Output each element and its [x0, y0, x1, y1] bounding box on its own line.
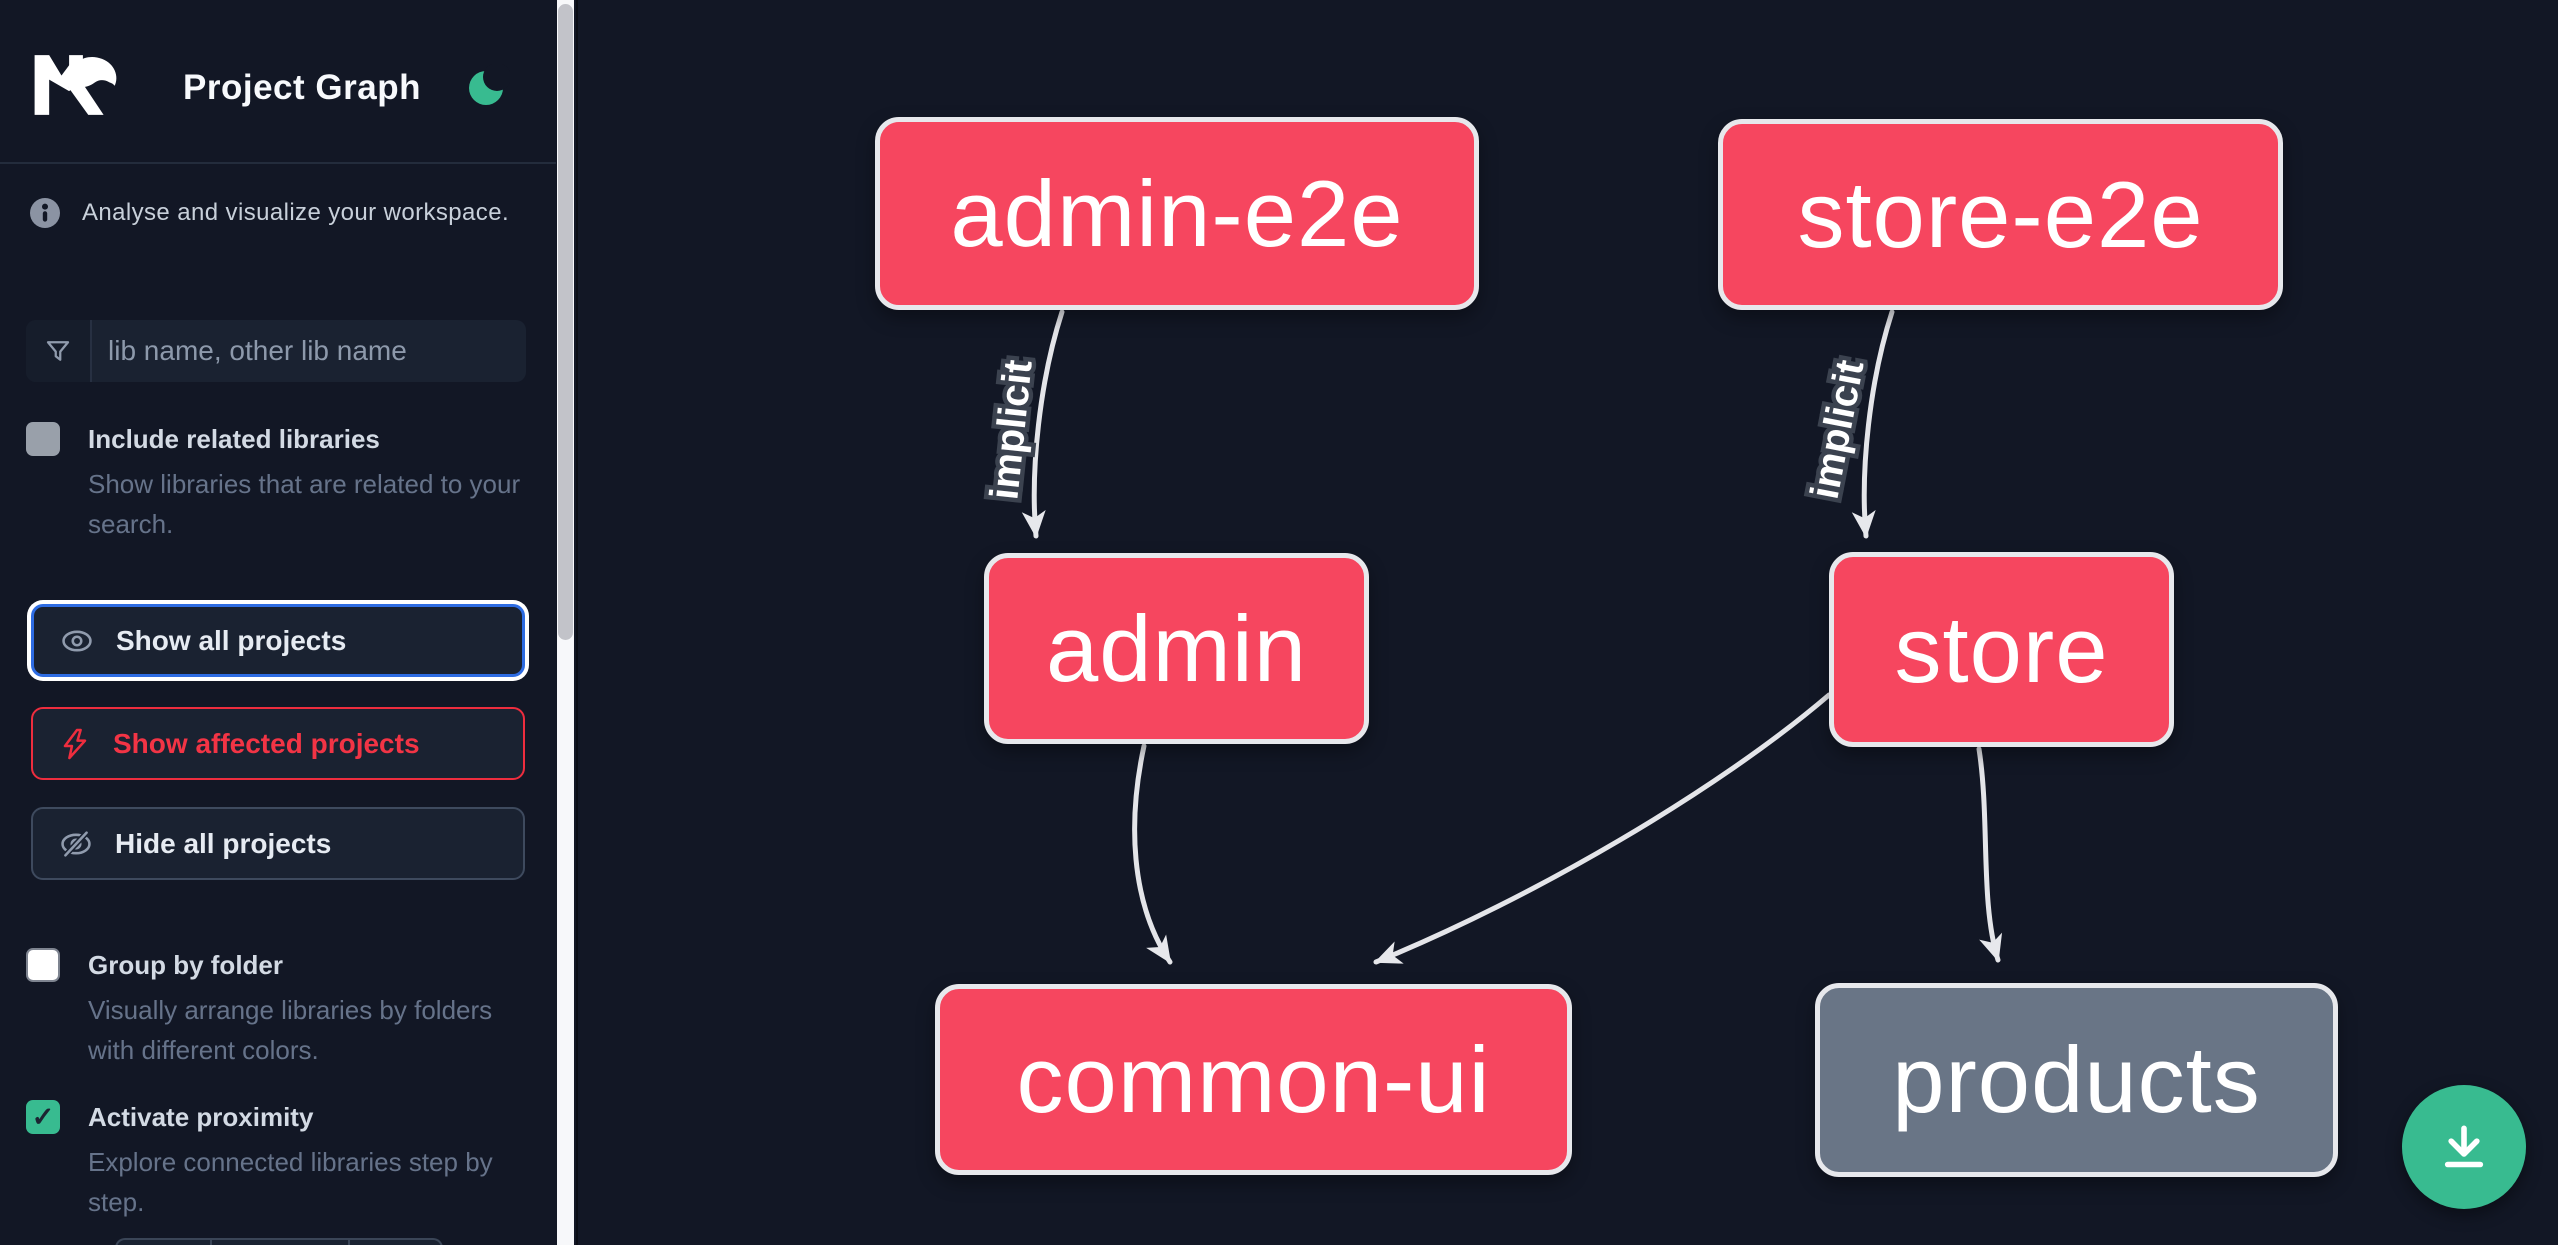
edge-store-e2e-store[interactable] [1851, 309, 1895, 539]
node-products[interactable]: products [1815, 983, 2338, 1177]
toggle-description: Explore connected libraries step by step… [88, 1147, 493, 1217]
toggle-label: Activate proximity [88, 1102, 314, 1132]
button-label: Show affected projects [113, 727, 420, 759]
proximity-stepper[interactable] [115, 1238, 443, 1245]
workspace-info: Analyse and visualize your workspace. [30, 198, 509, 228]
edge-admin-common-ui[interactable] [1132, 743, 1173, 965]
graph-canvas[interactable]: implicit implicit admin-e2e store-e2e ad… [576, 0, 2558, 1245]
node-admin[interactable]: admin [984, 553, 1369, 744]
include-related-checkbox[interactable] [26, 422, 60, 456]
info-icon [30, 198, 60, 228]
page-title: Project Graph [183, 68, 421, 107]
eye-icon [62, 630, 92, 651]
node-label: admin-e2e [950, 160, 1404, 266]
search-input[interactable] [92, 320, 526, 382]
toggle-description: Visually arrange libraries by folders wi… [88, 995, 493, 1065]
button-label: Show all projects [116, 624, 347, 656]
group-by-folder-checkbox[interactable] [26, 948, 60, 982]
filter-icon [46, 341, 70, 361]
show-affected-projects-button[interactable]: Show affected projects [31, 707, 525, 780]
toggle-description: Show libraries that are related to your … [88, 469, 521, 539]
node-label: admin [1045, 595, 1308, 701]
download-graph-button[interactable] [2402, 1085, 2526, 1209]
download-icon [2444, 1125, 2484, 1168]
edge-store-common-ui[interactable] [1373, 692, 1832, 965]
activate-proximity-checkbox[interactable]: ✓ [26, 1100, 60, 1134]
node-admin-e2e[interactable]: admin-e2e [875, 117, 1479, 310]
filter-icon-zone [26, 320, 92, 382]
info-text: Analyse and visualize your workspace. [82, 199, 510, 226]
sidebar-scrollbar-track[interactable] [557, 0, 574, 1245]
show-all-projects-button[interactable]: Show all projects [31, 604, 525, 677]
toggle-label: Group by folder [88, 950, 283, 980]
search-box [26, 320, 526, 382]
button-label: Hide all projects [115, 827, 332, 859]
sidebar-scrollbar-thumb[interactable] [558, 4, 573, 640]
edge-admin-e2e-admin[interactable] [1021, 309, 1065, 539]
node-label: products [1892, 1027, 2261, 1132]
eye-off-icon [61, 829, 91, 858]
node-common-ui[interactable]: common-ui [935, 984, 1572, 1175]
checkmark-icon: ✓ [31, 1101, 55, 1132]
lightning-icon [63, 728, 87, 759]
node-store-e2e[interactable]: store-e2e [1718, 119, 2283, 310]
sidebar-header: Project Graph [0, 0, 556, 164]
nx-logo [34, 55, 117, 115]
sidebar: Project Graph Analyse and visualize your… [0, 0, 556, 1245]
stepper-value [212, 1240, 350, 1245]
toggle-label: Include related libraries [88, 424, 380, 454]
node-store[interactable]: store [1829, 552, 2174, 747]
node-label: store [1894, 596, 2109, 702]
node-label: store-e2e [1797, 161, 2204, 267]
graph-edges: implicit implicit [978, 309, 2003, 965]
stepper-decrement[interactable] [117, 1240, 212, 1245]
hide-all-projects-button[interactable]: Hide all projects [31, 807, 525, 880]
moon-icon[interactable] [468, 64, 510, 108]
edge-store-products[interactable] [1976, 746, 2003, 963]
node-label: common-ui [1016, 1026, 1491, 1132]
